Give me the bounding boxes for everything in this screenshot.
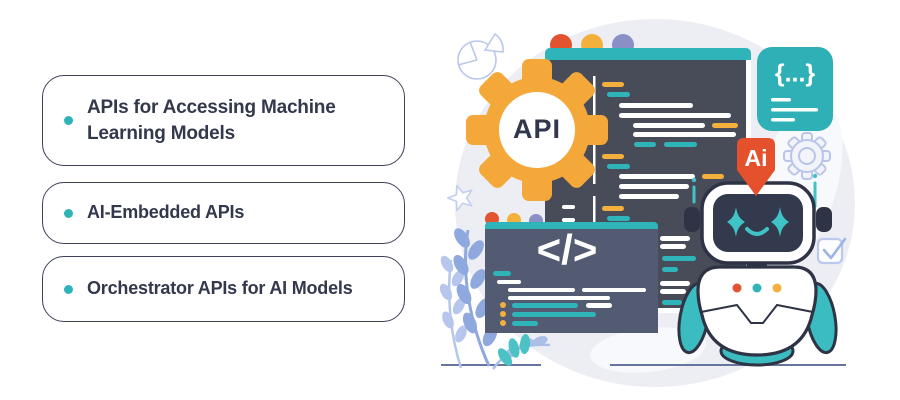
code-lines — [602, 82, 738, 305]
robot-ear-right — [816, 207, 832, 232]
bullet-icon — [64, 284, 73, 294]
chest-dot-teal — [752, 283, 762, 293]
robot-eye-left — [727, 207, 745, 237]
bullet-icon — [64, 116, 73, 125]
robot-smile — [745, 227, 769, 236]
bullet-icon — [64, 208, 73, 218]
spark-sticks — [691, 173, 818, 208]
plant-decoration — [439, 228, 551, 370]
chest-dot-red — [732, 283, 742, 293]
pie-chart-icon — [457, 32, 504, 80]
robot-face-screen — [713, 194, 803, 252]
secondary-code-window: </> — [485, 212, 658, 333]
list-item-card: Orchestrator APIs for AI Models — [42, 256, 405, 322]
api-gear-badge: API — [466, 59, 608, 201]
ai-badge-label: Ai — [745, 145, 768, 171]
gear-outline-icon — [783, 132, 831, 180]
robot-body — [696, 265, 818, 357]
list-item-label: Orchestrator APIs for AI Models — [87, 278, 353, 299]
ai-badge: Ai — [737, 138, 775, 196]
checkbox-icon — [816, 237, 847, 265]
robot — [677, 181, 838, 367]
api-gear-label: API — [513, 114, 561, 144]
background-swoosh — [590, 327, 706, 373]
list-item-card: APIs for Accessing Machine Learning Mode… — [42, 75, 405, 166]
code-tag-glyph: </> — [537, 226, 598, 273]
chest-dot-amber — [772, 283, 782, 293]
robot-ear-left — [684, 207, 700, 232]
star-icon — [446, 184, 473, 212]
code-lines — [493, 271, 646, 326]
list-item-card: AI-Embedded APIs — [42, 182, 405, 244]
robot-eye-right — [771, 207, 789, 237]
ground-line — [441, 364, 846, 366]
robot-chest-panel — [700, 303, 814, 324]
braces-glyph: {...} — [775, 60, 816, 88]
braces-badge: {...} — [757, 47, 833, 131]
list-item-label: APIs for Accessing Machine Learning Mode… — [87, 97, 336, 144]
list-item-label: AI-Embedded APIs — [87, 202, 245, 223]
